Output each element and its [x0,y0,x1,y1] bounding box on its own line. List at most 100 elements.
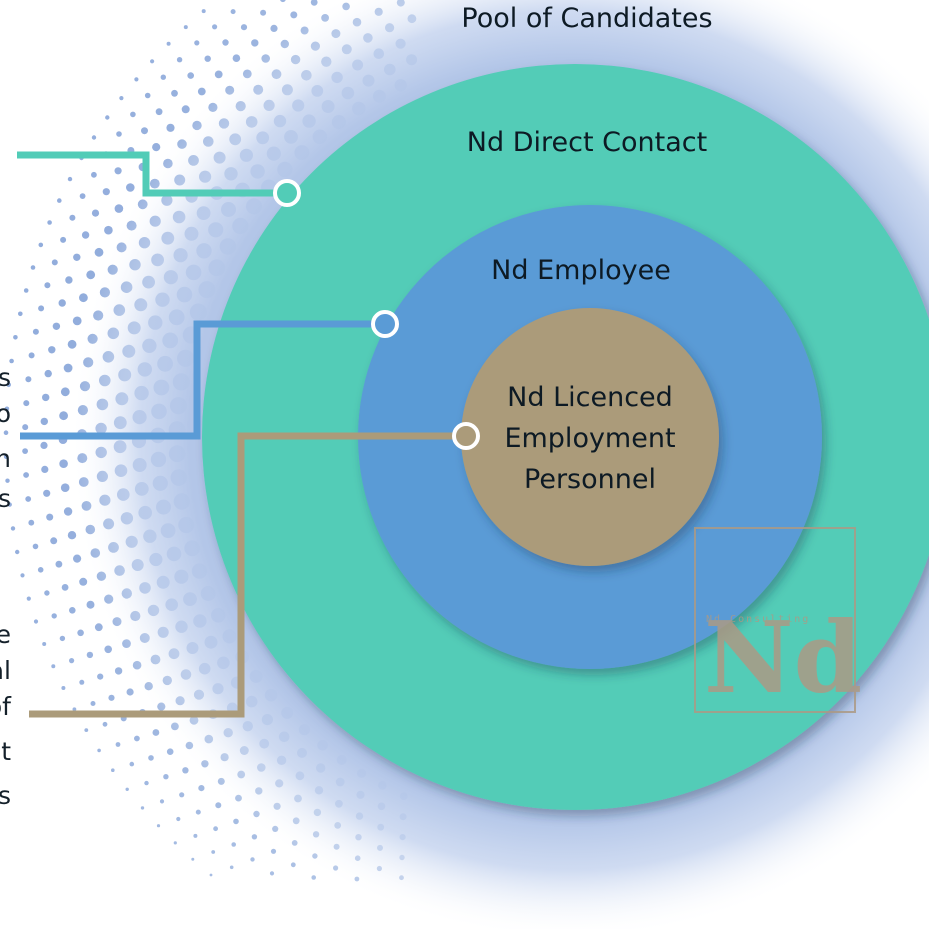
halftone-dot [55,560,63,568]
halftone-dot [86,651,94,659]
halftone-dot [211,850,216,854]
employee-marker [371,310,399,338]
halftone-dot [187,72,194,79]
watermark-small-text: Nd Consulting [706,614,810,625]
pool-of-candidates-label: Pool of Candidates [461,3,712,34]
halftone-dot [108,694,115,701]
halftone-dot [61,686,66,690]
halftone-dot [183,25,188,30]
halftone-dot [97,748,101,753]
halftone-dot [40,441,48,449]
halftone-dot [213,826,219,832]
halftone-dot [51,613,57,619]
licenced-marker [452,422,480,450]
halftone-dot [25,496,32,502]
halftone-dot [251,39,259,47]
halftone-dot [50,537,58,545]
halftone-dot [91,171,97,178]
halftone-dot [171,89,178,97]
halftone-dot [3,430,9,436]
licenced-connector [29,432,466,718]
halftone-dot [38,305,45,312]
halftone-dot [69,658,75,664]
halftone-dot [116,131,122,137]
halftone-dot [197,87,206,96]
halftone-dot [232,54,241,62]
employee-text-fragment-2: o [0,399,11,428]
halftone-dot [290,862,296,868]
halftone-dot [15,549,20,555]
halftone-dot [38,242,44,248]
employee-label: Nd Employee [491,255,671,286]
halftone-dot [269,871,275,876]
licenced-label-line-2: Employment [504,423,675,454]
halftone-dot [119,96,124,101]
halftone-dot [114,167,122,175]
halftone-dot [79,193,86,200]
halftone-dot [198,785,205,792]
halftone-dot [194,40,200,46]
halftone-dot [104,225,113,235]
halftone-dot [230,9,236,15]
halftone-dot [52,322,61,330]
halftone-dot [134,735,140,742]
halftone-dot [152,143,161,152]
halftone-dot [191,857,195,861]
employee-connector [20,320,385,440]
halftone-dot [37,567,44,573]
halftone-dot [240,24,248,31]
halftone-dot [104,645,112,654]
halftone-dot [115,742,121,747]
halftone-dot [22,424,29,431]
halftone-dot [4,406,10,412]
halftone-dot [129,761,135,767]
halftone-dot [73,253,81,261]
direct-contact-marker [273,179,301,207]
halftone-dot [43,489,51,497]
halftone-dot [163,774,169,780]
licenced-text-fragment-4: t [1,737,11,766]
halftone-dot [176,57,183,63]
licenced-text-fragment-2: al [0,656,11,685]
halftone-dot [179,792,185,798]
halftone-dot [84,728,89,732]
halftone-dot [48,346,56,354]
halftone-dot [150,59,155,64]
licenced-label-line-3: Personnel [524,464,656,495]
halftone-dot [159,799,165,804]
halftone-dot [32,328,39,335]
halftone-dot [46,513,54,521]
halftone-dot [204,55,211,62]
halftone-dot [28,519,35,526]
halftone-dot [9,358,14,364]
halftone-dot [156,824,161,828]
halftone-dot [270,24,278,32]
halftone-dot [51,259,58,266]
halftone-dot [69,607,76,614]
halftone-dot [41,465,49,473]
employee-text-fragment-4: s [0,484,11,513]
halftone-dot [59,411,68,421]
halftone-dot [59,459,68,469]
halftone-dot [193,833,198,838]
halftone-dot [201,9,206,14]
halftone-dot [58,299,66,307]
halftone-dot [33,619,39,624]
halftone-dot [59,635,66,642]
halftone-dot [63,363,73,373]
halftone-dot [114,204,124,213]
halftone-dot [105,115,110,120]
halftone-dot [67,176,73,182]
halftone-dot [270,848,277,854]
connector-lines [17,151,466,718]
halftone-dot [23,472,29,478]
halftone-dot [23,288,29,293]
halftone-dot [44,369,52,378]
halftone-dot [166,41,171,46]
halftone-dot [42,642,47,646]
halftone-dot [214,70,223,79]
halftone-dot [130,111,136,118]
halftone-dot [134,77,139,82]
halftone-dot [114,667,123,675]
halftone-dot [215,802,222,809]
